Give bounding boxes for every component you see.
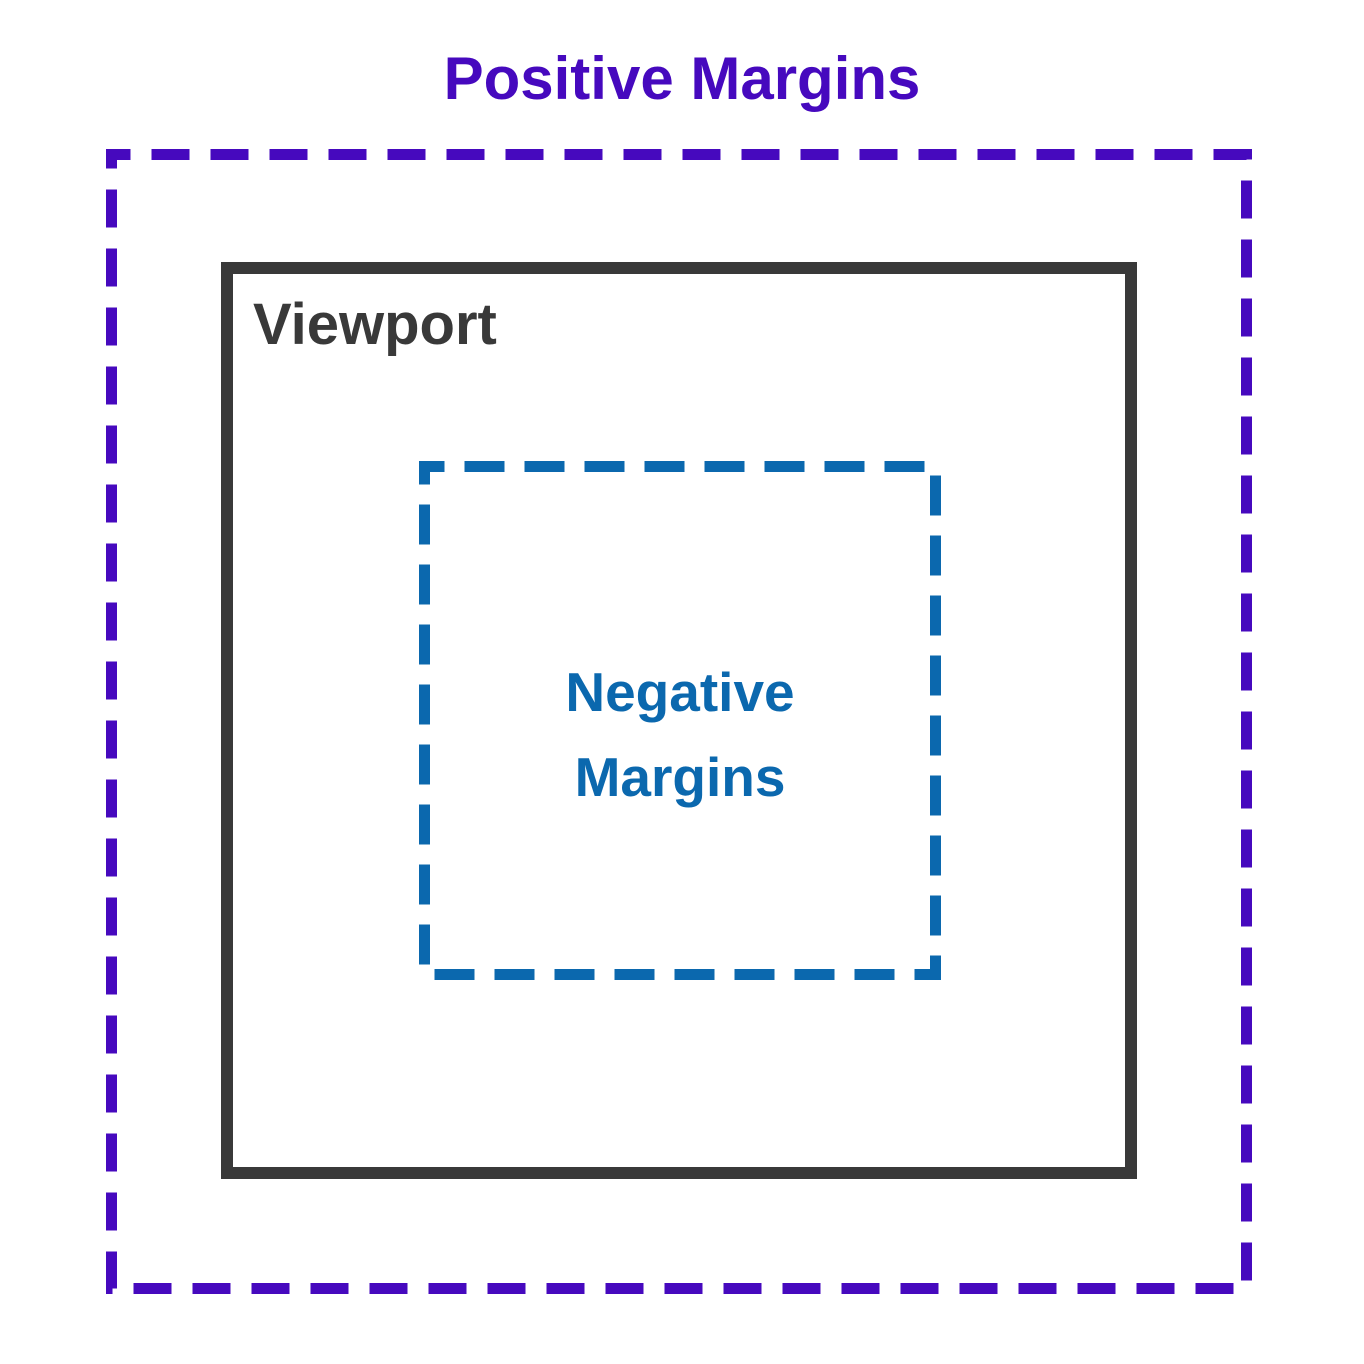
negative-margins-label: Negative Margins xyxy=(419,650,941,820)
positive-margins-title: Positive Margins xyxy=(443,45,921,112)
viewport-box xyxy=(221,262,1137,1179)
negative-margins-label-line2: Margins xyxy=(574,746,786,808)
positive-margins-box xyxy=(106,149,1252,1294)
negative-margins-label-line1: Negative xyxy=(565,661,795,723)
negative-margins-box xyxy=(419,461,941,980)
viewport-label: Viewport xyxy=(253,292,497,357)
